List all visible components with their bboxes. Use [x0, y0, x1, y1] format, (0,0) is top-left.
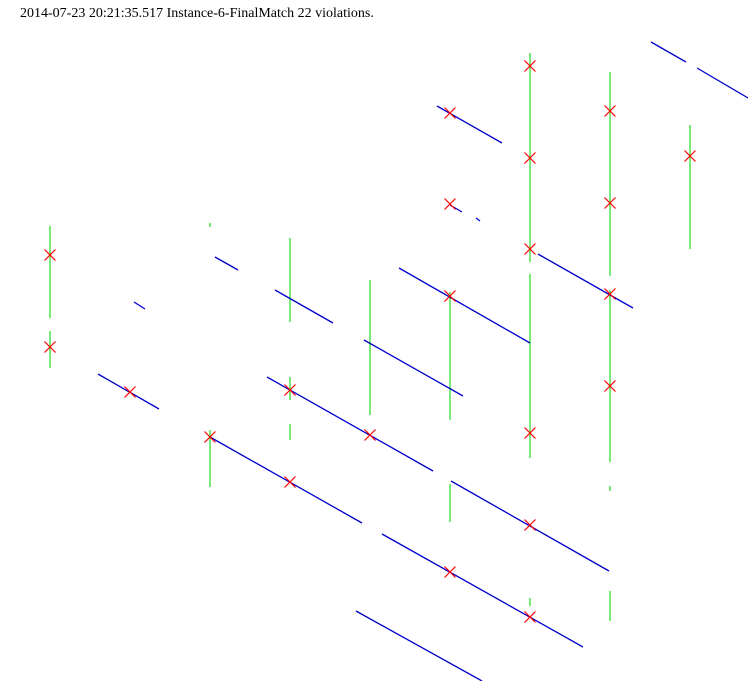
- violation-marker: [604, 105, 616, 117]
- diagonal-segment: [398, 267, 531, 344]
- violation-marker: [284, 384, 296, 396]
- diagonal-segment: [696, 67, 748, 99]
- violation-marker: [124, 386, 136, 398]
- diagonal-segment: [650, 41, 687, 63]
- violation-marker: [364, 429, 376, 441]
- violation-marker: [44, 341, 56, 353]
- diagonal-segment: [133, 301, 146, 310]
- violation-marker: [444, 198, 456, 210]
- diagonal-segment: [450, 480, 610, 572]
- diagonal-segment: [355, 610, 483, 681]
- page-title: 2014-07-23 20:21:35.517 Instance-6-Final…: [20, 6, 374, 21]
- violation-marker: [284, 476, 296, 488]
- violation-marker: [524, 152, 536, 164]
- violation-marker: [524, 519, 536, 531]
- violation-marker: [604, 380, 616, 392]
- diagonal-segment: [363, 339, 464, 397]
- violation-marker: [604, 197, 616, 209]
- diagonal-segment: [537, 253, 634, 309]
- violation-marker: [444, 107, 456, 119]
- violation-marker: [44, 249, 56, 261]
- diagonal-segment: [266, 376, 434, 472]
- diagonal-segment: [97, 373, 160, 410]
- violation-marker: [444, 290, 456, 302]
- violation-marker: [524, 611, 536, 623]
- violation-marker: [524, 427, 536, 439]
- diagonal-segment: [214, 256, 239, 271]
- violation-marker: [524, 60, 536, 72]
- violation-marker: [524, 243, 536, 255]
- diagonal-segment: [274, 289, 334, 324]
- violation-marker: [204, 431, 216, 443]
- diagonal-segment: [209, 436, 363, 524]
- violation-marker: [604, 288, 616, 300]
- diagonal-segment: [475, 217, 481, 222]
- violation-marker: [444, 566, 456, 578]
- violation-marker: [684, 150, 696, 162]
- diagonal-segment: [381, 533, 584, 648]
- diagonal-segment: [436, 105, 503, 144]
